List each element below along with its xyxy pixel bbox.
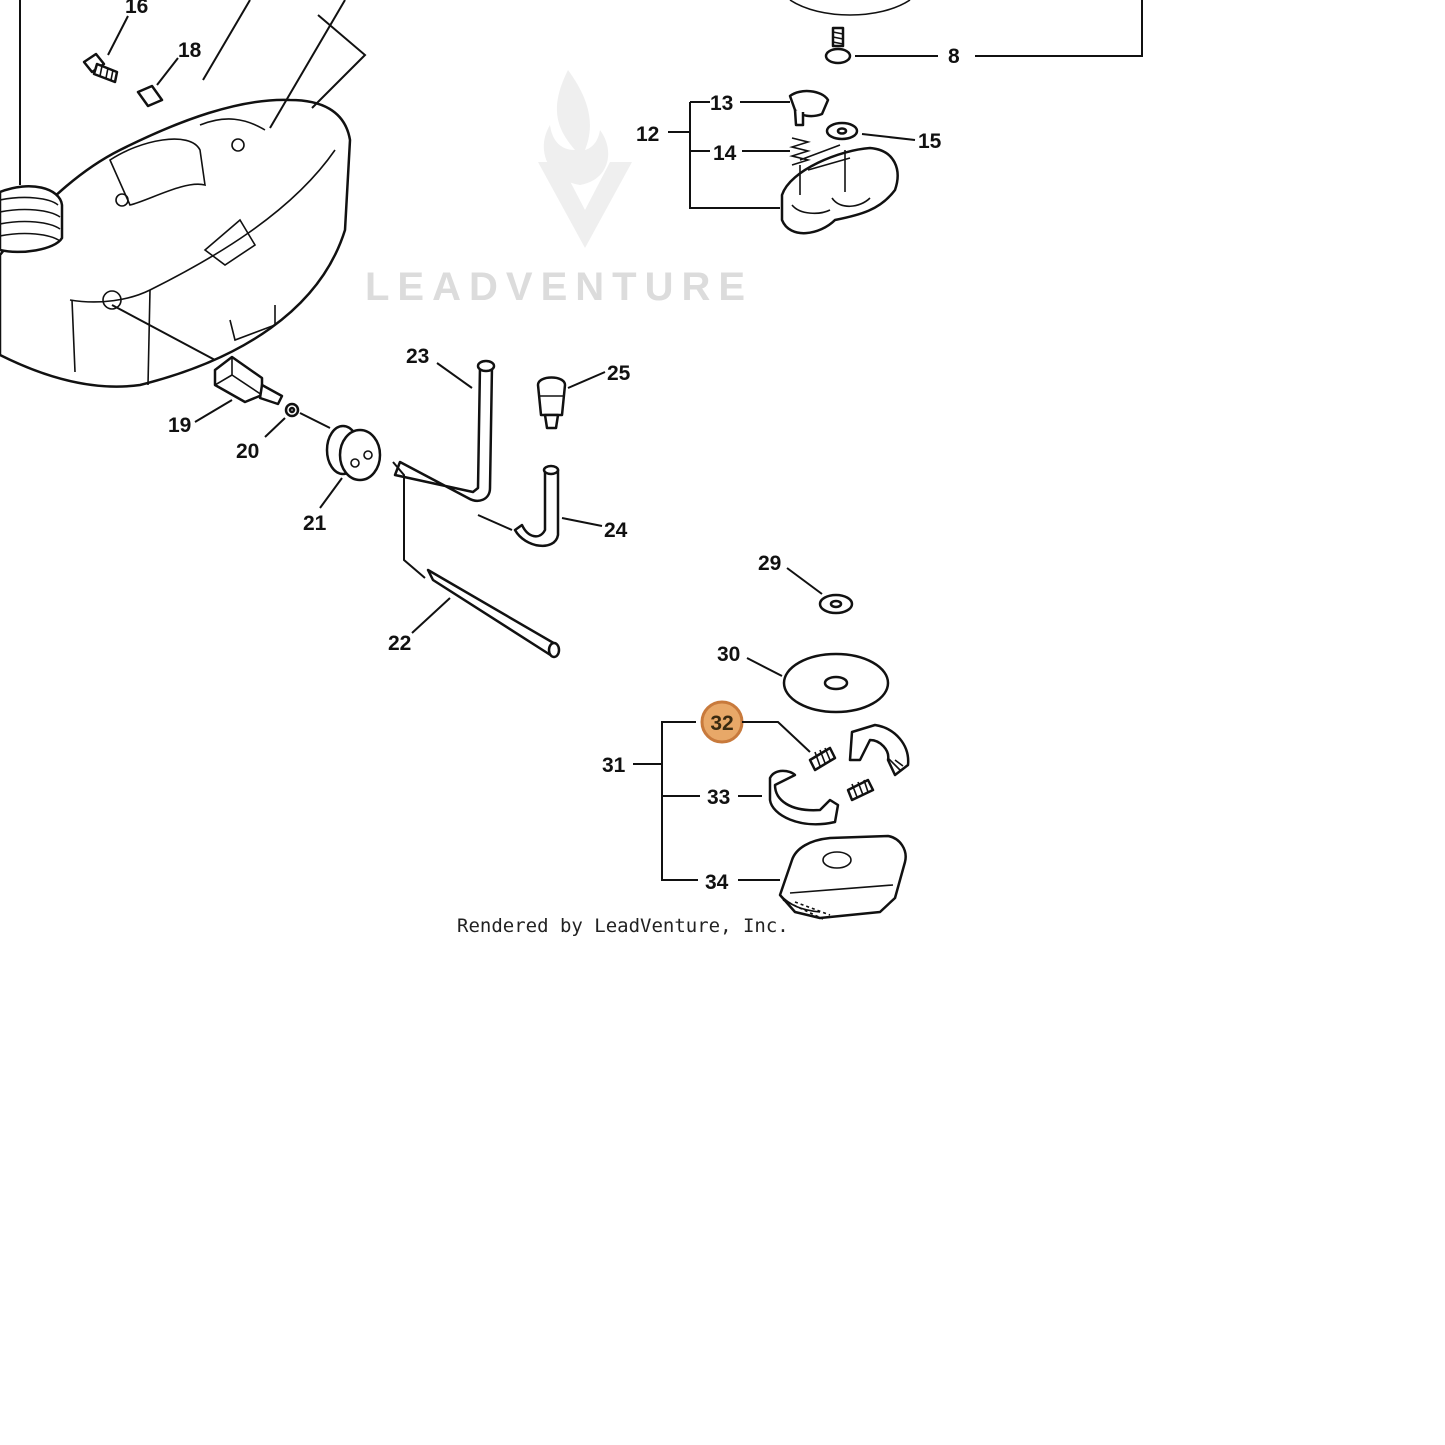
spring-14[interactable] xyxy=(789,137,811,166)
label-30: 30 xyxy=(717,643,740,666)
bushing-18[interactable] xyxy=(136,84,164,108)
label-8: 8 xyxy=(948,45,960,68)
label-20: 20 xyxy=(236,440,259,463)
hose-22[interactable] xyxy=(426,568,561,659)
filter-element-30[interactable] xyxy=(782,652,890,714)
primer-housing[interactable] xyxy=(780,144,899,235)
label-33: 33 xyxy=(707,786,730,809)
o-ring-20[interactable] xyxy=(284,402,300,418)
label-34: 34 xyxy=(705,871,729,894)
vent-25[interactable] xyxy=(536,376,567,430)
label-25: 25 xyxy=(607,362,631,385)
spring-32[interactable] xyxy=(808,746,875,802)
label-29: 29 xyxy=(758,552,781,575)
label-21: 21 xyxy=(303,512,327,535)
label-24: 24 xyxy=(604,519,628,542)
knob-13[interactable] xyxy=(788,89,830,127)
screw-8[interactable] xyxy=(824,26,852,65)
grommet-21[interactable] xyxy=(325,424,382,482)
label-16: 16 xyxy=(125,0,148,18)
fuel-hose-23[interactable] xyxy=(393,359,496,502)
washer-29[interactable] xyxy=(818,593,854,615)
watermark-logo xyxy=(538,70,632,248)
label-32: 32 xyxy=(710,712,733,735)
callout-32[interactable]: 32 xyxy=(700,700,744,744)
label-13: 13 xyxy=(710,92,733,115)
footer-credit: Rendered by LeadVenture, Inc. xyxy=(457,915,789,937)
label-22: 22 xyxy=(388,632,411,655)
hose-24[interactable] xyxy=(513,464,560,548)
clip-33[interactable] xyxy=(768,723,910,826)
label-23: 23 xyxy=(406,345,429,368)
screw-16[interactable] xyxy=(82,52,119,84)
label-14: 14 xyxy=(713,142,737,165)
washer-15[interactable] xyxy=(825,121,859,141)
fuel-tank[interactable] xyxy=(0,98,352,388)
label-18: 18 xyxy=(178,39,202,62)
cover-34[interactable] xyxy=(778,834,907,920)
label-19: 19 xyxy=(168,414,191,437)
fuel-cap[interactable] xyxy=(0,185,64,254)
watermark-text: LEADVENTURE xyxy=(365,265,753,309)
label-31: 31 xyxy=(602,754,626,777)
grommet-19[interactable] xyxy=(213,355,284,406)
label-15: 15 xyxy=(918,130,942,153)
label-12: 12 xyxy=(636,123,659,146)
